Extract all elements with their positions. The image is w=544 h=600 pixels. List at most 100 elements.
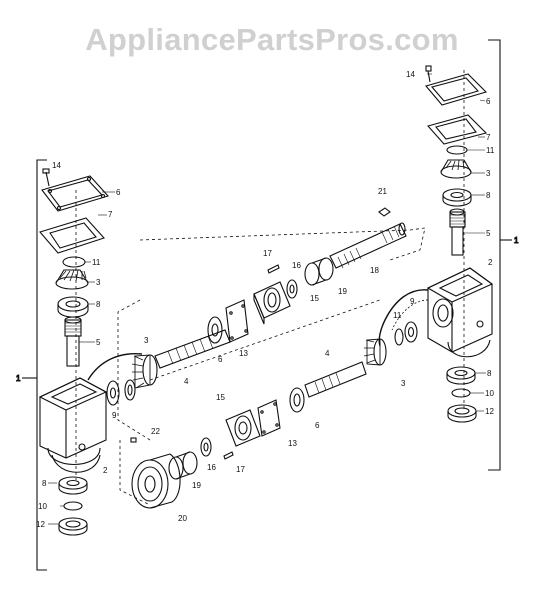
- label-c16: 16: [292, 261, 301, 270]
- label-b20: 20: [178, 514, 187, 523]
- label-14: 14: [52, 161, 61, 170]
- left-spline-shaft-5: [64, 316, 82, 367]
- label-b13: 13: [288, 439, 297, 448]
- label-r14: 14: [406, 70, 415, 79]
- right-gear-arc: [378, 289, 429, 347]
- right-screw-14: [425, 65, 432, 83]
- label-c17: 17: [263, 249, 272, 258]
- label-c3: 3: [144, 336, 149, 345]
- lower-seal-16: [200, 437, 212, 457]
- label-5: 5: [96, 338, 101, 347]
- center-seal-6: [207, 316, 223, 344]
- right-bearing-8: [442, 188, 472, 207]
- lower-flange-15: [225, 409, 261, 447]
- center-bearing-8: [106, 380, 120, 406]
- label-r8-lower: 8: [487, 369, 492, 378]
- center-gasket-13: [225, 299, 249, 343]
- label-1-left: 1: [16, 374, 21, 383]
- label-r11: 11: [486, 146, 495, 155]
- lower-bevel-gear-3: [363, 338, 387, 366]
- label-b16: 16: [207, 463, 216, 472]
- label-r8: 8: [486, 191, 491, 200]
- center-screw-17: [267, 264, 280, 274]
- label-r5: 5: [486, 229, 491, 238]
- center-bearing-9: [124, 379, 136, 401]
- left-housing-2: [38, 377, 108, 473]
- label-8: 8: [96, 300, 101, 309]
- label-7: 7: [108, 210, 113, 219]
- lower-bearing-9: [404, 321, 418, 343]
- center-key-21: [378, 207, 391, 217]
- label-b6: 6: [315, 421, 320, 430]
- lower-gasket-13: [257, 399, 281, 437]
- label-r6: 6: [486, 97, 491, 106]
- label-c6: 6: [218, 355, 223, 364]
- labels: 14 6 7 11 3 8 5 2 9 8 10 12 3 4 6 13 17 …: [36, 70, 495, 529]
- lower-coupling-19: [168, 451, 198, 480]
- left-o-ring-11: [62, 256, 86, 268]
- leader-lines: [48, 73, 486, 525]
- label-b9: 9: [410, 297, 415, 306]
- center-long-shaft-18: [329, 222, 407, 269]
- label-c19: 19: [338, 287, 347, 296]
- label-b3: 3: [401, 379, 406, 388]
- label-b4: 4: [325, 349, 330, 358]
- left-seal-12: [58, 517, 88, 536]
- right-washer-10: [451, 388, 471, 398]
- label-10: 10: [38, 502, 47, 511]
- label-1-right: 1: [514, 236, 519, 245]
- left-screw-14: [42, 168, 50, 187]
- label-c18: 18: [370, 266, 379, 275]
- assembly-bracket-right: 1: [488, 39, 520, 471]
- label-r10: 10: [485, 389, 494, 398]
- label-r2: 2: [488, 258, 493, 267]
- right-gear-arc-inner: [391, 299, 429, 331]
- lower-screw-17: [223, 451, 234, 460]
- label-9: 9: [112, 411, 117, 420]
- label-12: 12: [36, 520, 45, 529]
- label-c13: 13: [239, 349, 248, 358]
- label-b11: 11: [393, 311, 402, 320]
- left-gasket-7: [39, 217, 105, 254]
- label-11: 11: [92, 258, 101, 267]
- label-r7: 7: [486, 133, 491, 142]
- label-c15: 15: [310, 294, 319, 303]
- left-gear-arc: [87, 353, 143, 381]
- label-b19: 19: [192, 481, 201, 490]
- label-3: 3: [96, 278, 101, 287]
- label-c4: 4: [184, 377, 189, 386]
- label-c21: 21: [378, 187, 387, 196]
- right-bevel-gear-3: [440, 159, 472, 179]
- left-bearing-8: [57, 296, 89, 318]
- assembly-bracket-left: 1: [15, 159, 47, 571]
- right-seal-12: [447, 404, 477, 423]
- label-8-lower: 8: [42, 479, 47, 488]
- left-cover-plate-6: [41, 175, 109, 212]
- label-r3: 3: [486, 169, 491, 178]
- lower-o-ring-11: [394, 328, 404, 346]
- right-gasket-7: [427, 114, 488, 145]
- label-b22: 22: [151, 427, 160, 436]
- right-housing-2: [426, 267, 494, 358]
- label-b15: 15: [216, 393, 225, 402]
- dashed-guides: [75, 70, 465, 506]
- lower-pulley-20: [131, 453, 181, 509]
- left-bevel-gear-3: [55, 269, 89, 290]
- label-b17: 17: [236, 465, 245, 474]
- right-spline-shaft-5: [449, 208, 466, 256]
- center-seal-16: [286, 279, 298, 299]
- lower-spline-shaft-4: [304, 361, 367, 398]
- lower-seal-6: [289, 387, 305, 413]
- center-flange-15: [253, 281, 291, 325]
- watermark: AppliancePartsPros.com: [85, 22, 459, 57]
- lower-pin-22: [130, 437, 137, 443]
- label-r12: 12: [485, 407, 494, 416]
- right-lower-bearing-8: [446, 366, 476, 385]
- label-6: 6: [116, 188, 121, 197]
- left-lower-bearing-8: [58, 476, 88, 495]
- center-coupling-19: [304, 257, 334, 286]
- center-bevel-gear-3: [131, 354, 158, 389]
- label-2: 2: [103, 466, 108, 475]
- left-washer-10: [63, 501, 83, 511]
